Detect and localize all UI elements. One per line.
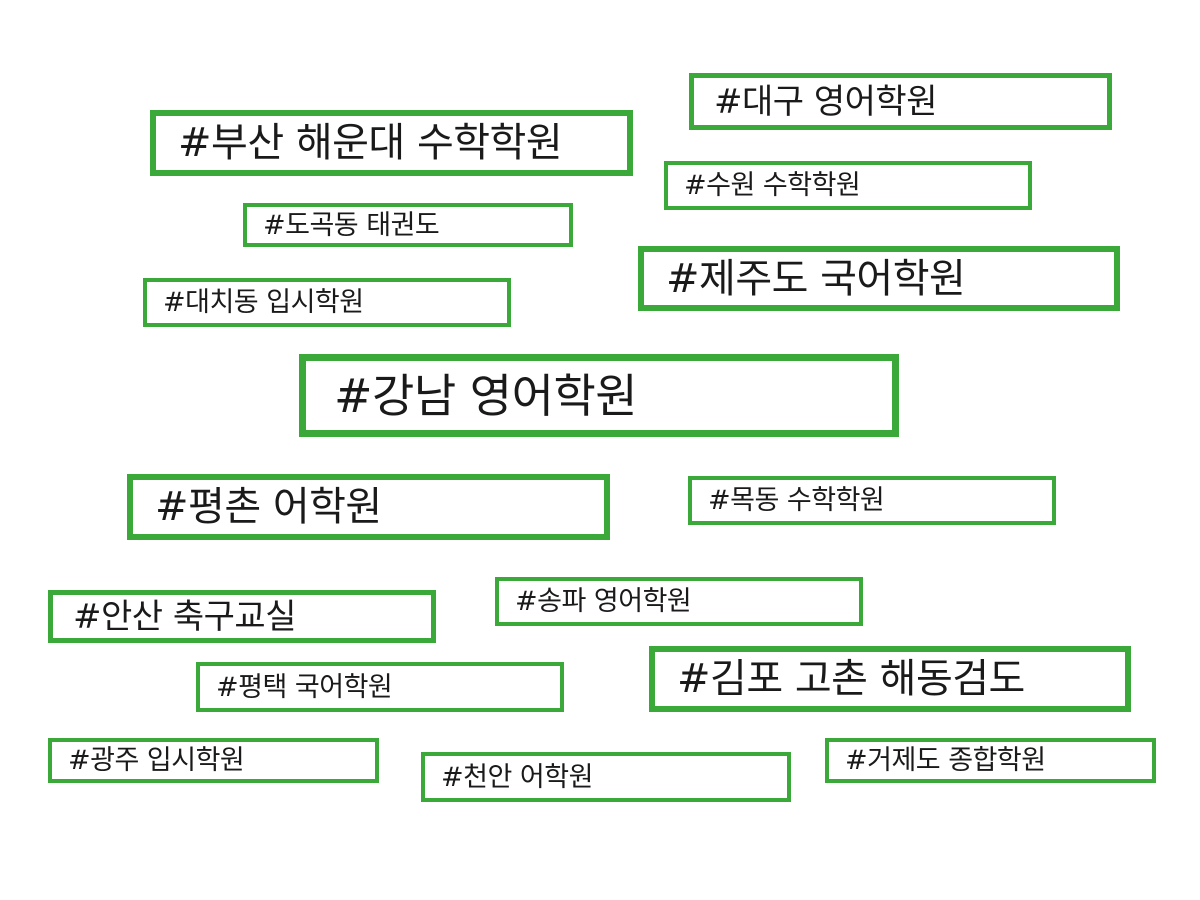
tag-daegu-english: #대구 영어학원 xyxy=(689,73,1112,130)
tag-gwangju-entrance: #광주 입시학원 xyxy=(48,738,379,783)
tag-label: #거제도 종합학원 xyxy=(845,745,1046,776)
tag-pyeongtaek-korean: #평택 국어학원 xyxy=(196,662,564,712)
tag-busan-haeundae-math: #부산 해운대 수학학원 xyxy=(150,110,633,176)
tag-label: #제주도 국어학원 xyxy=(666,255,966,302)
tag-daechi-entrance: #대치동 입시학원 xyxy=(143,278,511,327)
tag-dogok-taekwondo: #도곡동 태권도 xyxy=(243,203,573,247)
tag-ansan-soccer: #안산 축구교실 xyxy=(48,590,436,643)
tag-label: #목동 수학학원 xyxy=(708,485,885,516)
tag-suwon-math: #수원 수학학원 xyxy=(664,161,1032,210)
tag-label: #안산 축구교실 xyxy=(73,596,296,637)
tag-label: #김포 고촌 해동검도 xyxy=(677,656,1025,702)
tag-label: #도곡동 태권도 xyxy=(263,209,440,241)
tag-gimpo-haedong-kumdo: #김포 고촌 해동검도 xyxy=(649,646,1131,712)
tag-label: #부산 해운대 수학학원 xyxy=(178,120,563,166)
tag-geoje-academy: #거제도 종합학원 xyxy=(825,738,1156,783)
tag-cheonan-language: #천안 어학원 xyxy=(421,752,791,802)
tag-jeju-korean: #제주도 국어학원 xyxy=(638,246,1120,311)
tag-label: #대구 영어학원 xyxy=(714,81,937,122)
tag-label: #송파 영어학원 xyxy=(515,586,692,617)
tag-label: #대치동 입시학원 xyxy=(163,287,364,318)
tag-label: #수원 수학학원 xyxy=(684,170,861,201)
tag-mokdong-math: #목동 수학학원 xyxy=(688,476,1056,525)
tag-label: #천안 어학원 xyxy=(441,761,593,793)
tag-songpa-english: #송파 영어학원 xyxy=(495,577,863,626)
tag-label: #평택 국어학원 xyxy=(216,671,393,703)
tag-gangnam-english: #강남 영어학원 xyxy=(299,354,899,437)
tag-label: #강남 영어학원 xyxy=(334,368,638,423)
tag-pyeongchon-language: #평촌 어학원 xyxy=(127,474,610,540)
tag-label: #광주 입시학원 xyxy=(68,745,245,776)
tag-label: #평촌 어학원 xyxy=(155,484,382,530)
